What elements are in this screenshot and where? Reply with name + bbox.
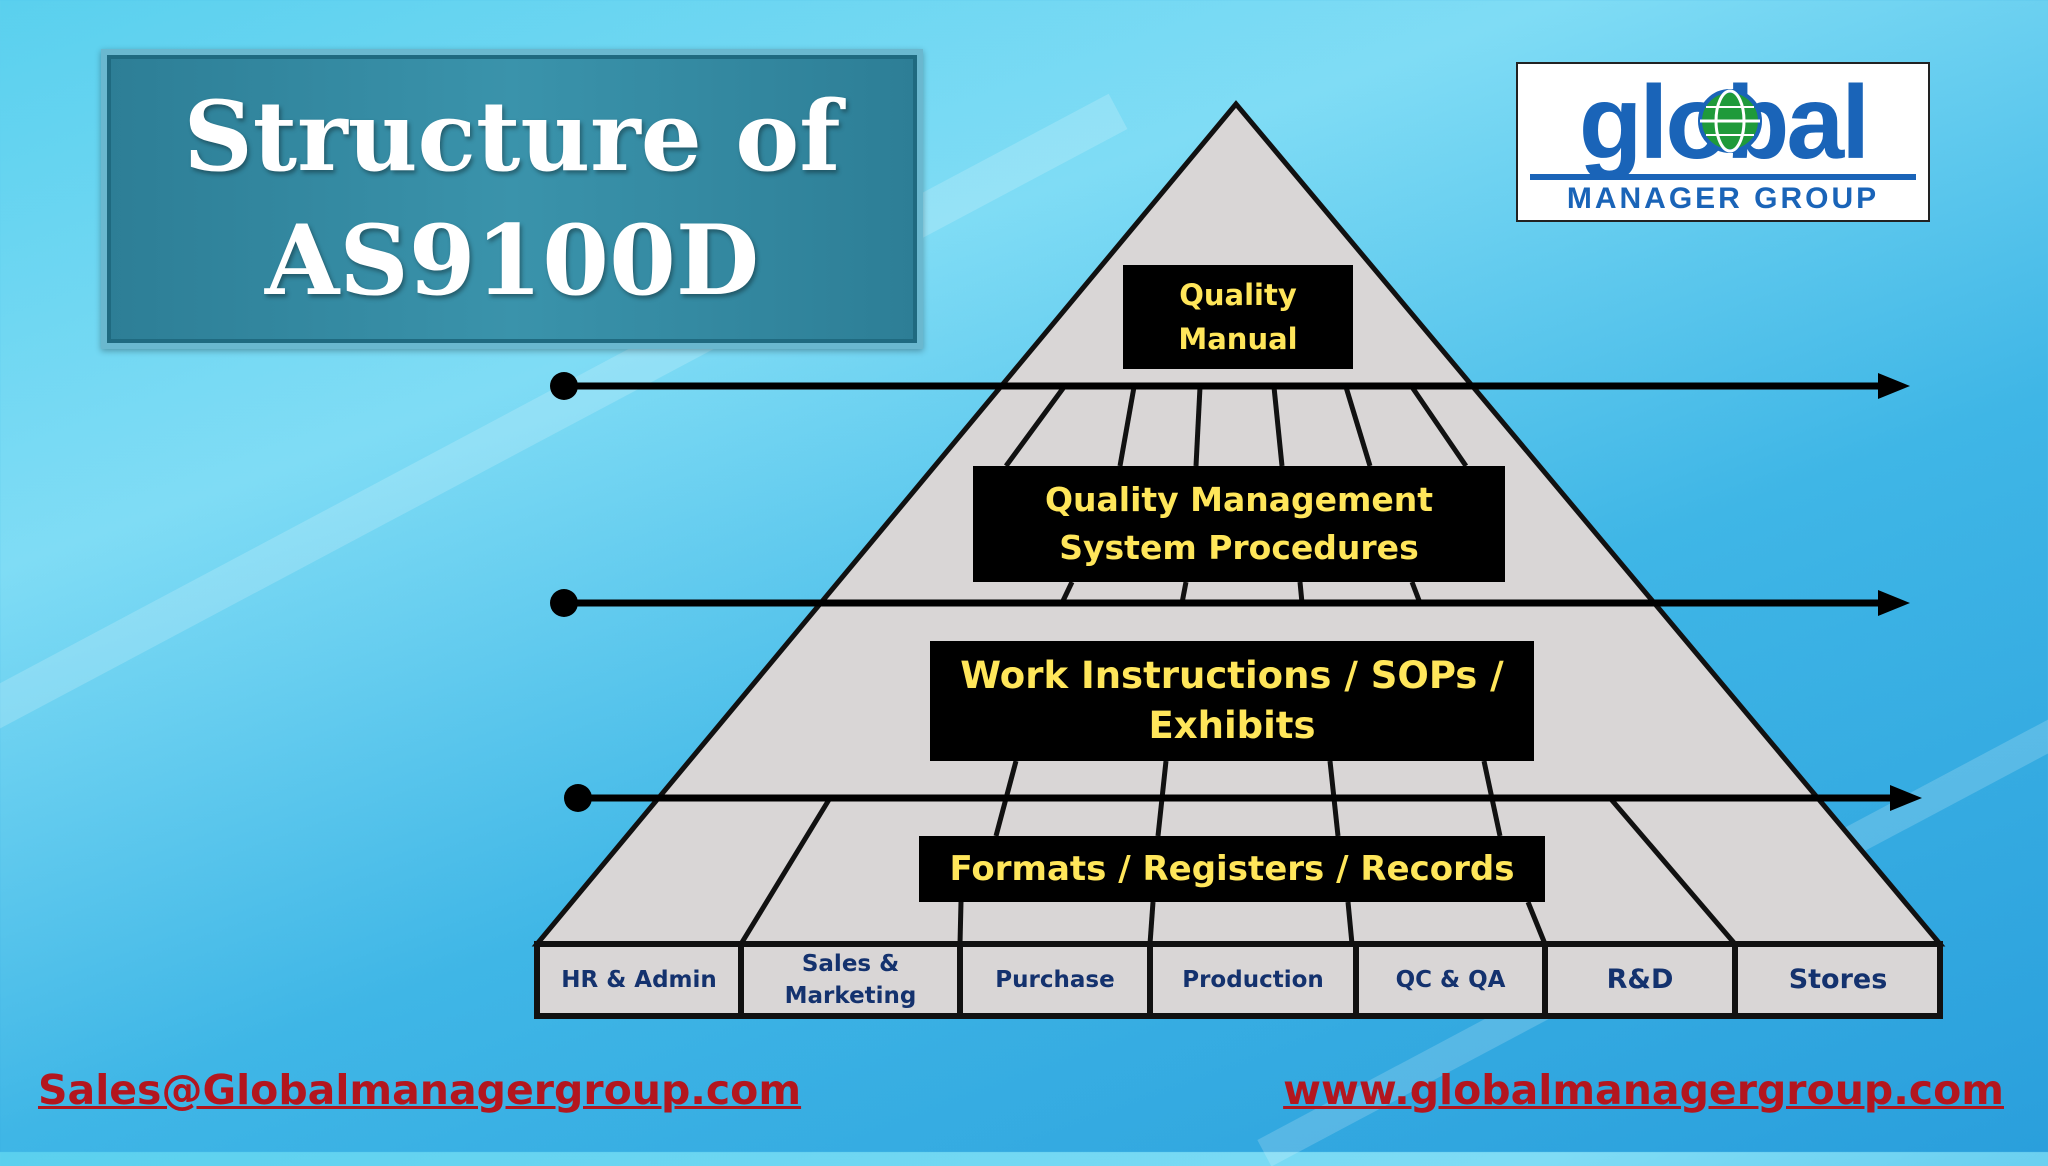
title-line-2: AS9100D: [264, 204, 760, 317]
arrow-1: [550, 372, 1910, 400]
website-link[interactable]: www.globalmanagergroup.com: [1283, 1066, 2004, 1114]
dept-sales-marketing: Sales & Marketing: [784, 951, 917, 1009]
level-formats-records: Formats / Registers / Records: [919, 836, 1545, 902]
title-box: Structure of AS9100D: [101, 49, 923, 349]
arrow-2: [550, 589, 1910, 617]
level-work-instructions: Work Instructions / SOPs / Exhibits: [930, 641, 1534, 761]
dept-qc-qa: QC & QA: [1395, 967, 1506, 993]
dept-hr-admin: HR & Admin: [561, 967, 717, 993]
globe-icon: [1698, 89, 1762, 153]
title-line-1: Structure of: [183, 80, 841, 193]
email-link[interactable]: Sales@Globalmanagergroup.com: [38, 1066, 802, 1114]
level-qms-procedures: Quality Management System Procedures: [973, 466, 1505, 582]
dept-purchase: Purchase: [995, 967, 1115, 993]
logo-underline: [1530, 174, 1916, 180]
company-logo: global MANAGER GROUP: [1516, 62, 1930, 222]
arrow-3: [564, 784, 1922, 812]
logo-subtitle: MANAGER GROUP: [1566, 182, 1880, 215]
dept-production: Production: [1182, 967, 1324, 993]
department-dividers: [738, 944, 1738, 1016]
dept-rnd: R&D: [1606, 964, 1674, 995]
department-bar: [534, 941, 1943, 1019]
level-quality-manual: Quality Manual: [1123, 265, 1353, 369]
dept-stores: Stores: [1788, 964, 1888, 995]
